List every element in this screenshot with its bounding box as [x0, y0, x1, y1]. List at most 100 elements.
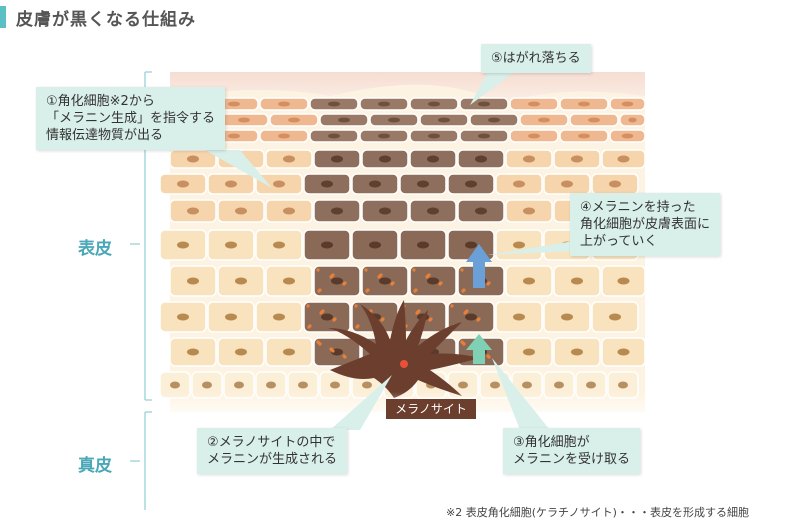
cell-nucleus [427, 155, 439, 163]
cell-nucleus [177, 313, 189, 321]
melanin-dot [343, 355, 347, 359]
cell-nucleus [609, 313, 621, 321]
callout-step1-line2: 「メラニン生成」を指令する [46, 111, 216, 126]
cell-nucleus [177, 180, 189, 188]
cell-nucleus [187, 348, 199, 356]
cell-nucleus [417, 180, 429, 188]
cell-nucleus [177, 241, 189, 249]
cell-nucleus [187, 277, 199, 285]
callout-step3: ③角化細胞が メラニンを受け取る [503, 428, 641, 474]
cell-nucleus [617, 155, 630, 163]
callout-step4-line1: ④メラニンを持った [580, 200, 696, 215]
cell-nucleus [331, 277, 343, 285]
cell-nucleus [278, 133, 290, 139]
cell-nucleus [528, 101, 540, 107]
cell-nucleus [273, 180, 285, 188]
cell-nucleus [618, 381, 628, 389]
callout-step2-line1: ②メラノサイトの中で [207, 435, 336, 450]
melanin-dot [412, 268, 416, 272]
melanin-dot [429, 317, 433, 321]
cell-nucleus [379, 207, 391, 215]
cell-nucleus [235, 348, 247, 356]
callout-step5-line1: ⑤はがれ落ちる [491, 51, 581, 66]
cell-nucleus [369, 180, 381, 188]
cell-nucleus [528, 133, 540, 139]
cell-nucleus [238, 117, 250, 123]
melanin-dot [477, 317, 481, 321]
callout-step3-line1: ③角化細胞が [513, 435, 590, 450]
label-epidermis: 表皮 [78, 239, 112, 259]
cell-nucleus [571, 155, 583, 163]
cell-nucleus [490, 381, 500, 389]
cell-nucleus [278, 101, 290, 107]
cell-nucleus [428, 101, 440, 107]
cell-nucleus [378, 101, 390, 107]
pointer-c5 [470, 68, 520, 105]
callout-step2-line2: メラニンが生成される [207, 452, 338, 467]
cell-nucleus [273, 241, 285, 249]
callout-pointers [205, 68, 600, 430]
up-arrow-blue [466, 244, 492, 288]
callout-step2: ②メラノサイトの中で メラニンが生成される [197, 428, 348, 474]
cell-nucleus [228, 101, 240, 107]
melanin-dot [460, 268, 464, 272]
cell-nucleus [379, 155, 391, 163]
melanocyte [328, 300, 480, 398]
melanin-dot [450, 304, 454, 308]
callout-step1: ①角化細胞※2から 「メラニン生成」を指令する 情報伝達物質が出る [36, 87, 226, 150]
cell-nucleus [266, 381, 276, 389]
cell-nucleus [465, 180, 477, 188]
cell-nucleus [235, 207, 247, 215]
cell-nucleus [321, 313, 333, 321]
callout-step5: ⑤はがれ落ちる [481, 44, 591, 73]
cell-nucleus [427, 207, 439, 215]
footnote: ※2 表皮角化細胞(ケラチノサイト)・・・表皮を形成する細胞 [446, 506, 749, 519]
cell-nucleus [523, 348, 535, 356]
cell-nucleus [588, 117, 600, 123]
cell-nucleus [417, 241, 429, 249]
cell-nucleus [331, 155, 343, 163]
cell-nucleus [522, 381, 532, 389]
cell-nucleus [288, 117, 300, 123]
cell-nucleus [513, 180, 525, 188]
cell-nucleus [475, 207, 487, 215]
cell-nucleus [234, 381, 244, 389]
cell-nucleus [428, 133, 440, 139]
melanin-dot [439, 281, 443, 285]
cell-nucleus [465, 313, 477, 321]
melanin-dot [427, 273, 431, 277]
cell-nucleus [235, 277, 247, 285]
page-title: 皮膚が黒くなる仕組み [16, 10, 196, 30]
melanin-dot [318, 342, 322, 346]
melanocyte-label: メラノサイト [386, 399, 476, 419]
callout-step3-line2: メラニンを受け取る [513, 452, 631, 467]
melanin-dot [354, 304, 358, 308]
cell-nucleus [586, 381, 596, 389]
cell-nucleus [273, 313, 285, 321]
cell-nucleus [170, 381, 180, 389]
melanin-dot [414, 288, 418, 292]
cell-nucleus [513, 241, 525, 249]
cell-nucleus [475, 155, 487, 163]
callout-step1-line1: ①角化細胞※2から [46, 94, 155, 109]
skin-surface [170, 72, 645, 104]
cell-nucleus [362, 381, 372, 389]
pointer-c3 [492, 358, 550, 430]
melanin-dot [417, 309, 421, 313]
cell-nucleus [202, 381, 212, 389]
cell-nucleus [225, 180, 237, 188]
melanin-dot [306, 304, 310, 308]
cell-nucleus [465, 241, 477, 249]
melanin-dot [391, 281, 395, 285]
cell-nucleus [609, 180, 621, 188]
melanin-dot [364, 268, 368, 272]
cell-nucleus [298, 381, 308, 389]
cell-nucleus [617, 277, 630, 285]
melanin-dot [465, 309, 469, 313]
cell-nucleus [283, 277, 295, 285]
cell-nucleus [458, 381, 468, 389]
cell-nucleus [328, 133, 340, 139]
melanin-dot [321, 309, 325, 313]
melanin-dot [308, 324, 312, 328]
cell-nucleus [554, 381, 564, 389]
